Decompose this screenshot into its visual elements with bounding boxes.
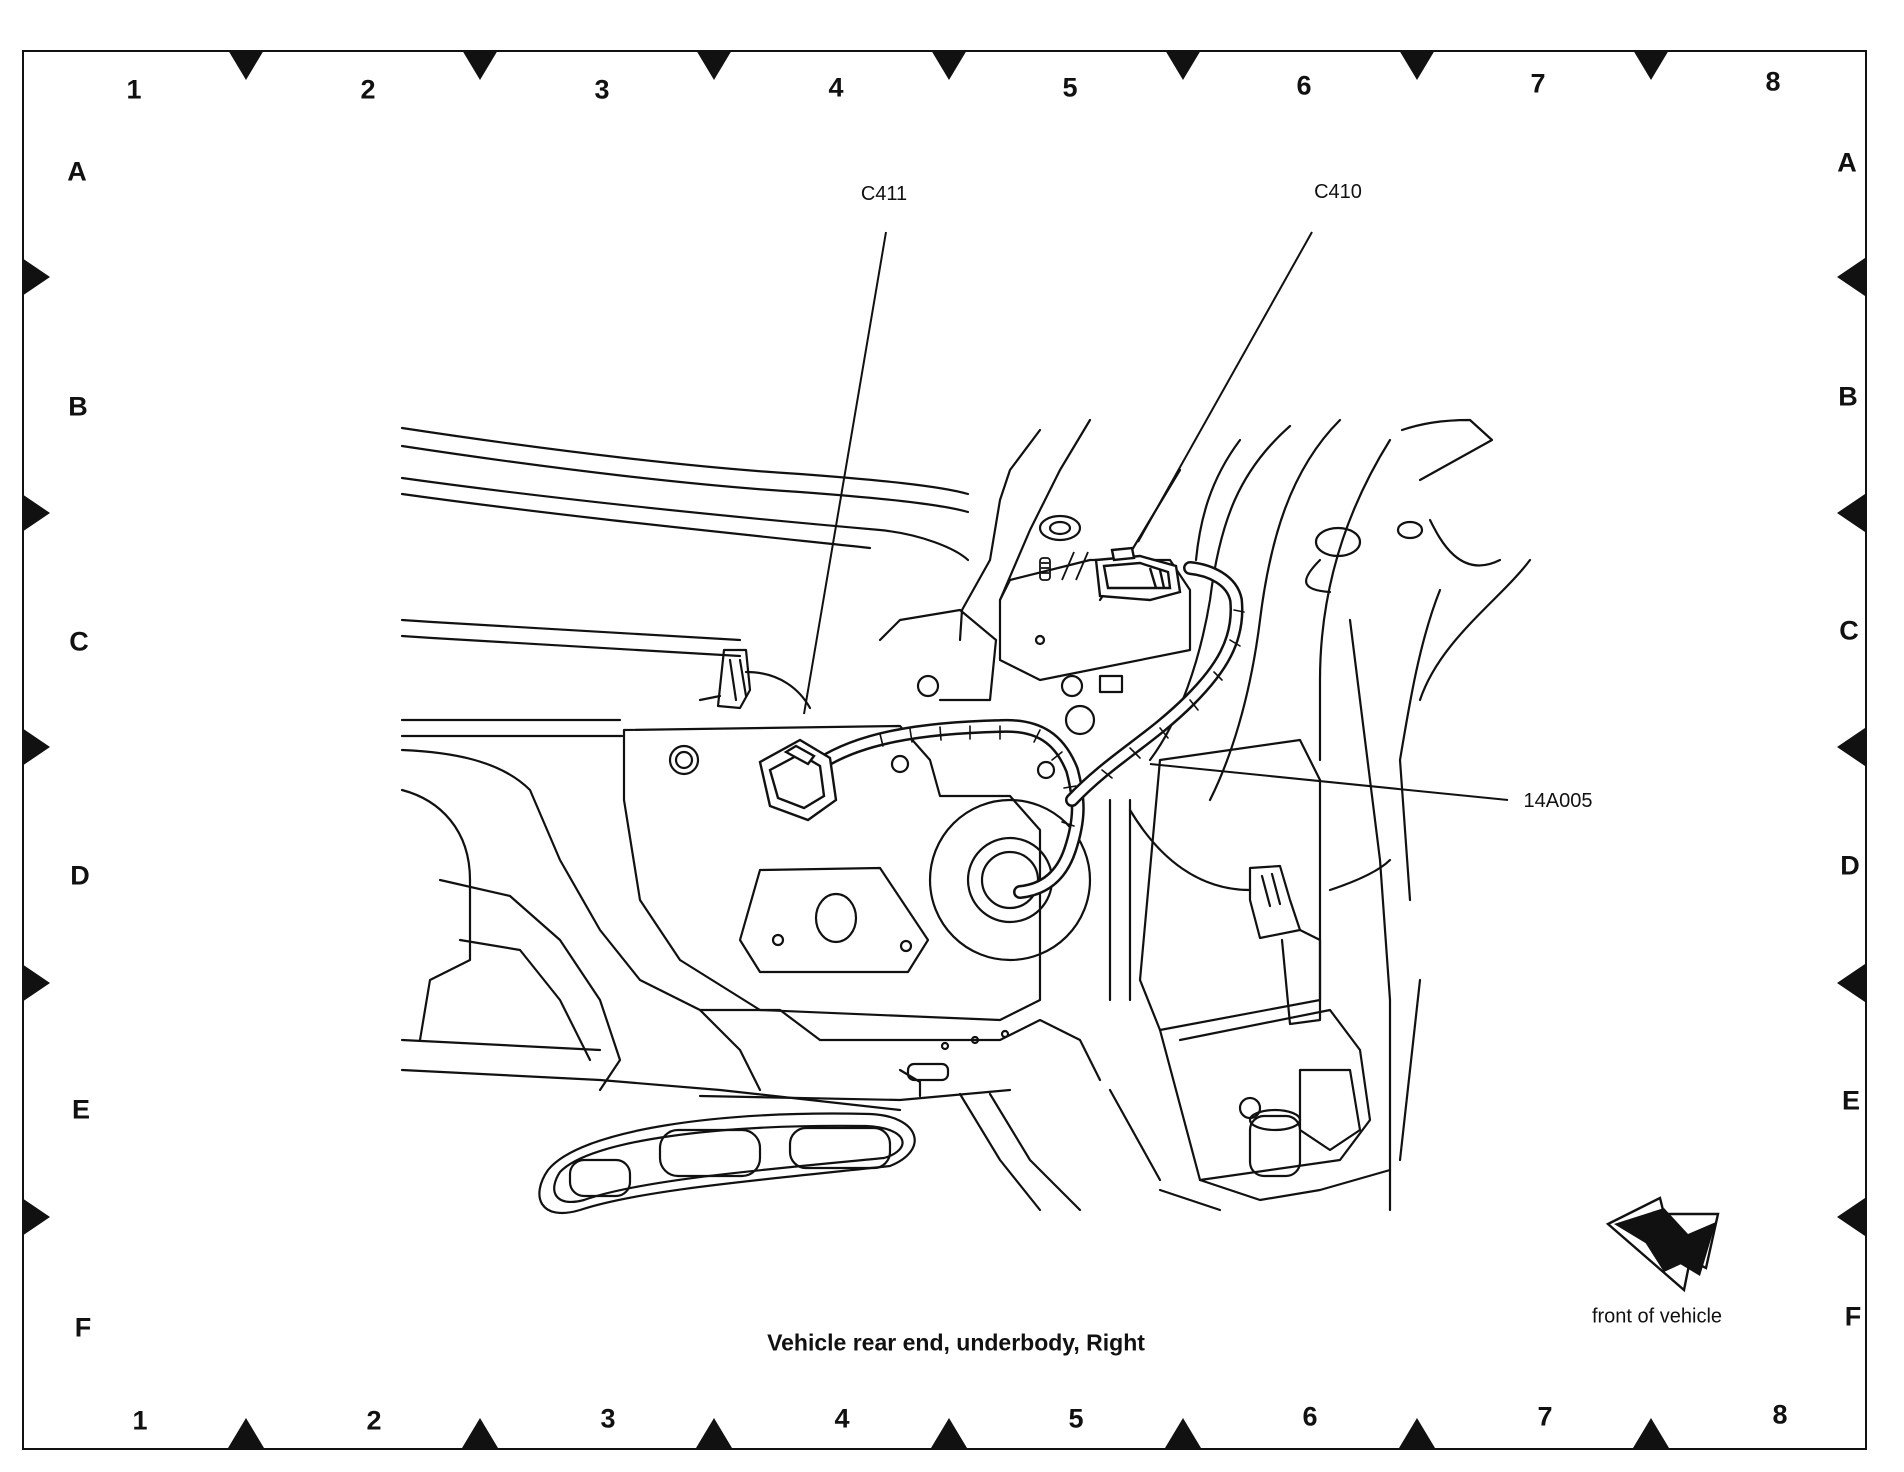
leader-c410 [1137, 231, 1313, 543]
row-label-right-b: B [1838, 381, 1858, 412]
column-label-bottom-2: 2 [366, 1405, 382, 1436]
c410-fasteners [1039, 551, 1089, 581]
column-label-top-5: 5 [1062, 72, 1078, 103]
callout-c410: C410 [1314, 181, 1362, 203]
column-label-top-7: 7 [1530, 68, 1546, 99]
row-label-left-a: A [67, 156, 87, 187]
diagram-caption: Vehicle rear end, underbody, Right [767, 1329, 1145, 1356]
zone-markers [22, 50, 1865, 1448]
row-label-left-e: E [71, 1094, 91, 1125]
column-label-top-8: 8 [1765, 66, 1781, 97]
connector-c411-body [758, 738, 838, 822]
column-label-top-3: 3 [594, 74, 610, 105]
column-label-bottom-3: 3 [600, 1403, 616, 1434]
leader-lines [803, 231, 1509, 801]
row-label-right-c: C [1839, 615, 1859, 646]
row-label-left-b: B [68, 391, 88, 422]
leader-14a005 [1149, 763, 1509, 801]
row-label-right-d: D [1840, 850, 1860, 881]
row-label-left-c: C [69, 626, 89, 657]
column-label-top-4: 4 [828, 72, 844, 103]
column-label-bottom-8: 8 [1772, 1399, 1788, 1430]
column-label-bottom-4: 4 [834, 1403, 850, 1434]
row-label-left-d: D [70, 860, 90, 891]
column-label-bottom-6: 6 [1302, 1401, 1318, 1432]
connector-c410-body [1094, 546, 1182, 602]
callout-c411: C411 [860, 183, 908, 205]
row-label-right-a: A [1837, 147, 1857, 178]
front-of-vehicle-label: front of vehicle [1591, 1305, 1723, 1328]
row-label-right-e: E [1841, 1085, 1861, 1116]
column-label-top-1: 1 [126, 74, 142, 105]
front-arrow-icon [1605, 1196, 1720, 1293]
column-label-top-2: 2 [360, 74, 376, 105]
column-label-bottom-5: 5 [1068, 1403, 1084, 1434]
wiring-harness-14a005 [813, 561, 1245, 899]
callout-14a005: 14A005 [1523, 790, 1593, 812]
row-label-right-f: F [1844, 1301, 1862, 1332]
underbody-structure [400, 418, 1532, 1215]
column-label-bottom-1: 1 [132, 1405, 148, 1436]
column-label-top-6: 6 [1296, 70, 1312, 101]
column-label-bottom-7: 7 [1537, 1401, 1553, 1432]
leader-c411 [803, 231, 887, 715]
row-label-left-f: F [74, 1312, 92, 1343]
